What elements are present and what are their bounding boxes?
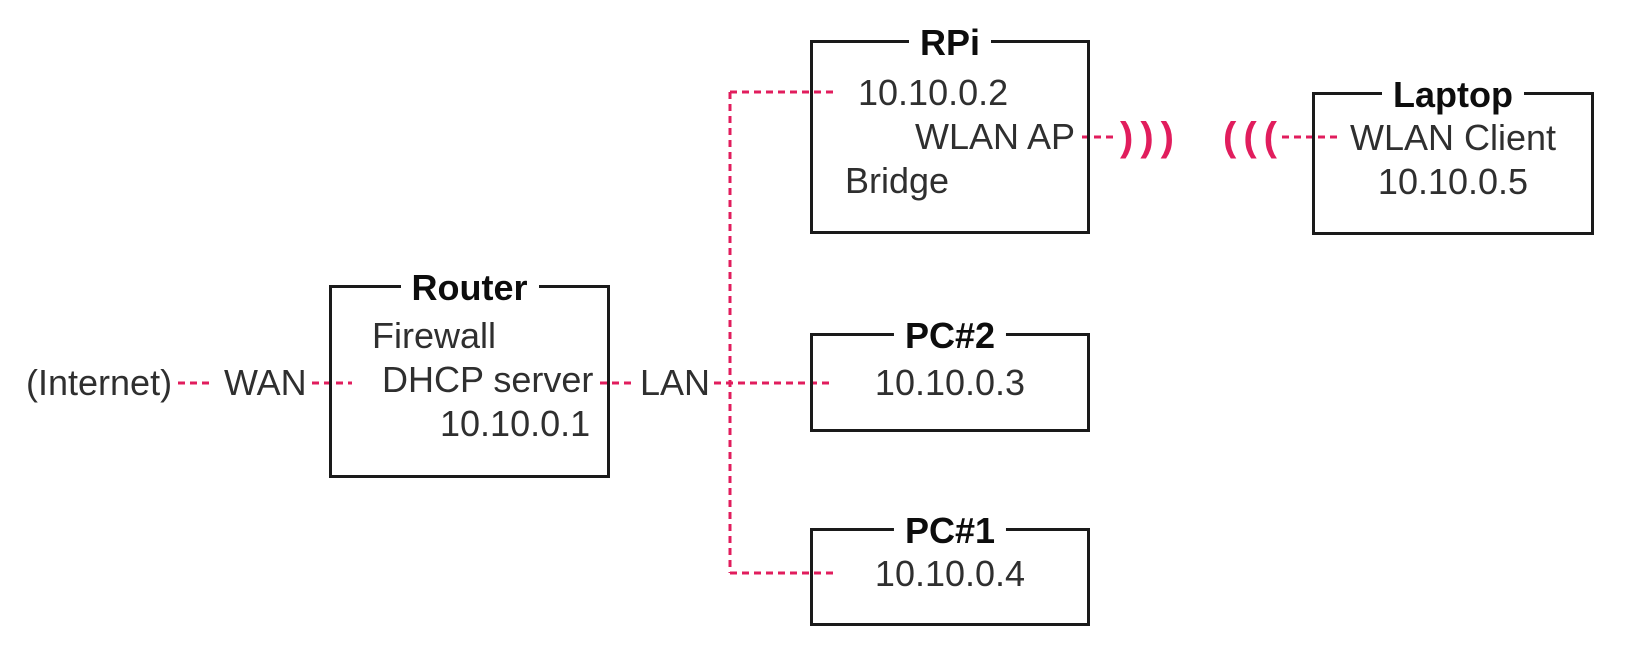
node-laptop-title: Laptop: [1382, 73, 1524, 117]
rpi-wlan-ap-label: WLAN AP: [915, 116, 1076, 157]
node-pc1: PC#1 10.10.0.4: [810, 509, 1090, 626]
router-firewall-label: Firewall: [372, 315, 497, 356]
pc1-ip-label: 10.10.0.4: [874, 553, 1026, 594]
laptop-wlan-client-label: WLAN Client: [1349, 117, 1557, 158]
node-pc1-title: PC#1: [893, 509, 1007, 553]
rpi-ip-label: 10.10.0.2: [858, 72, 1009, 113]
lan-port-label: LAN: [640, 362, 711, 403]
node-pc2-title: PC#2: [893, 314, 1007, 358]
node-laptop: Laptop WLAN Client 10.10.0.5: [1312, 73, 1594, 235]
router-dhcp-label: DHCP server: [382, 359, 594, 400]
node-router-title: Router: [400, 266, 539, 310]
internet-label: (Internet): [26, 362, 173, 403]
wan-port-label: WAN: [224, 362, 307, 403]
wifi-waves-left-icon: (((: [1223, 115, 1284, 159]
node-pc2: PC#2 10.10.0.3: [810, 314, 1090, 432]
pc2-ip-label: 10.10.0.3: [874, 362, 1026, 403]
router-ip-label: 10.10.0.1: [440, 403, 591, 444]
node-router: Router Firewall DHCP server 10.10.0.1: [329, 266, 610, 478]
laptop-ip-label: 10.10.0.5: [1377, 161, 1529, 202]
node-rpi: RPi 10.10.0.2 WLAN AP Bridge: [810, 21, 1090, 234]
rpi-bridge-label: Bridge: [845, 160, 950, 201]
node-rpi-title: RPi: [908, 21, 992, 65]
wifi-waves-right-icon: ))): [1120, 115, 1181, 159]
